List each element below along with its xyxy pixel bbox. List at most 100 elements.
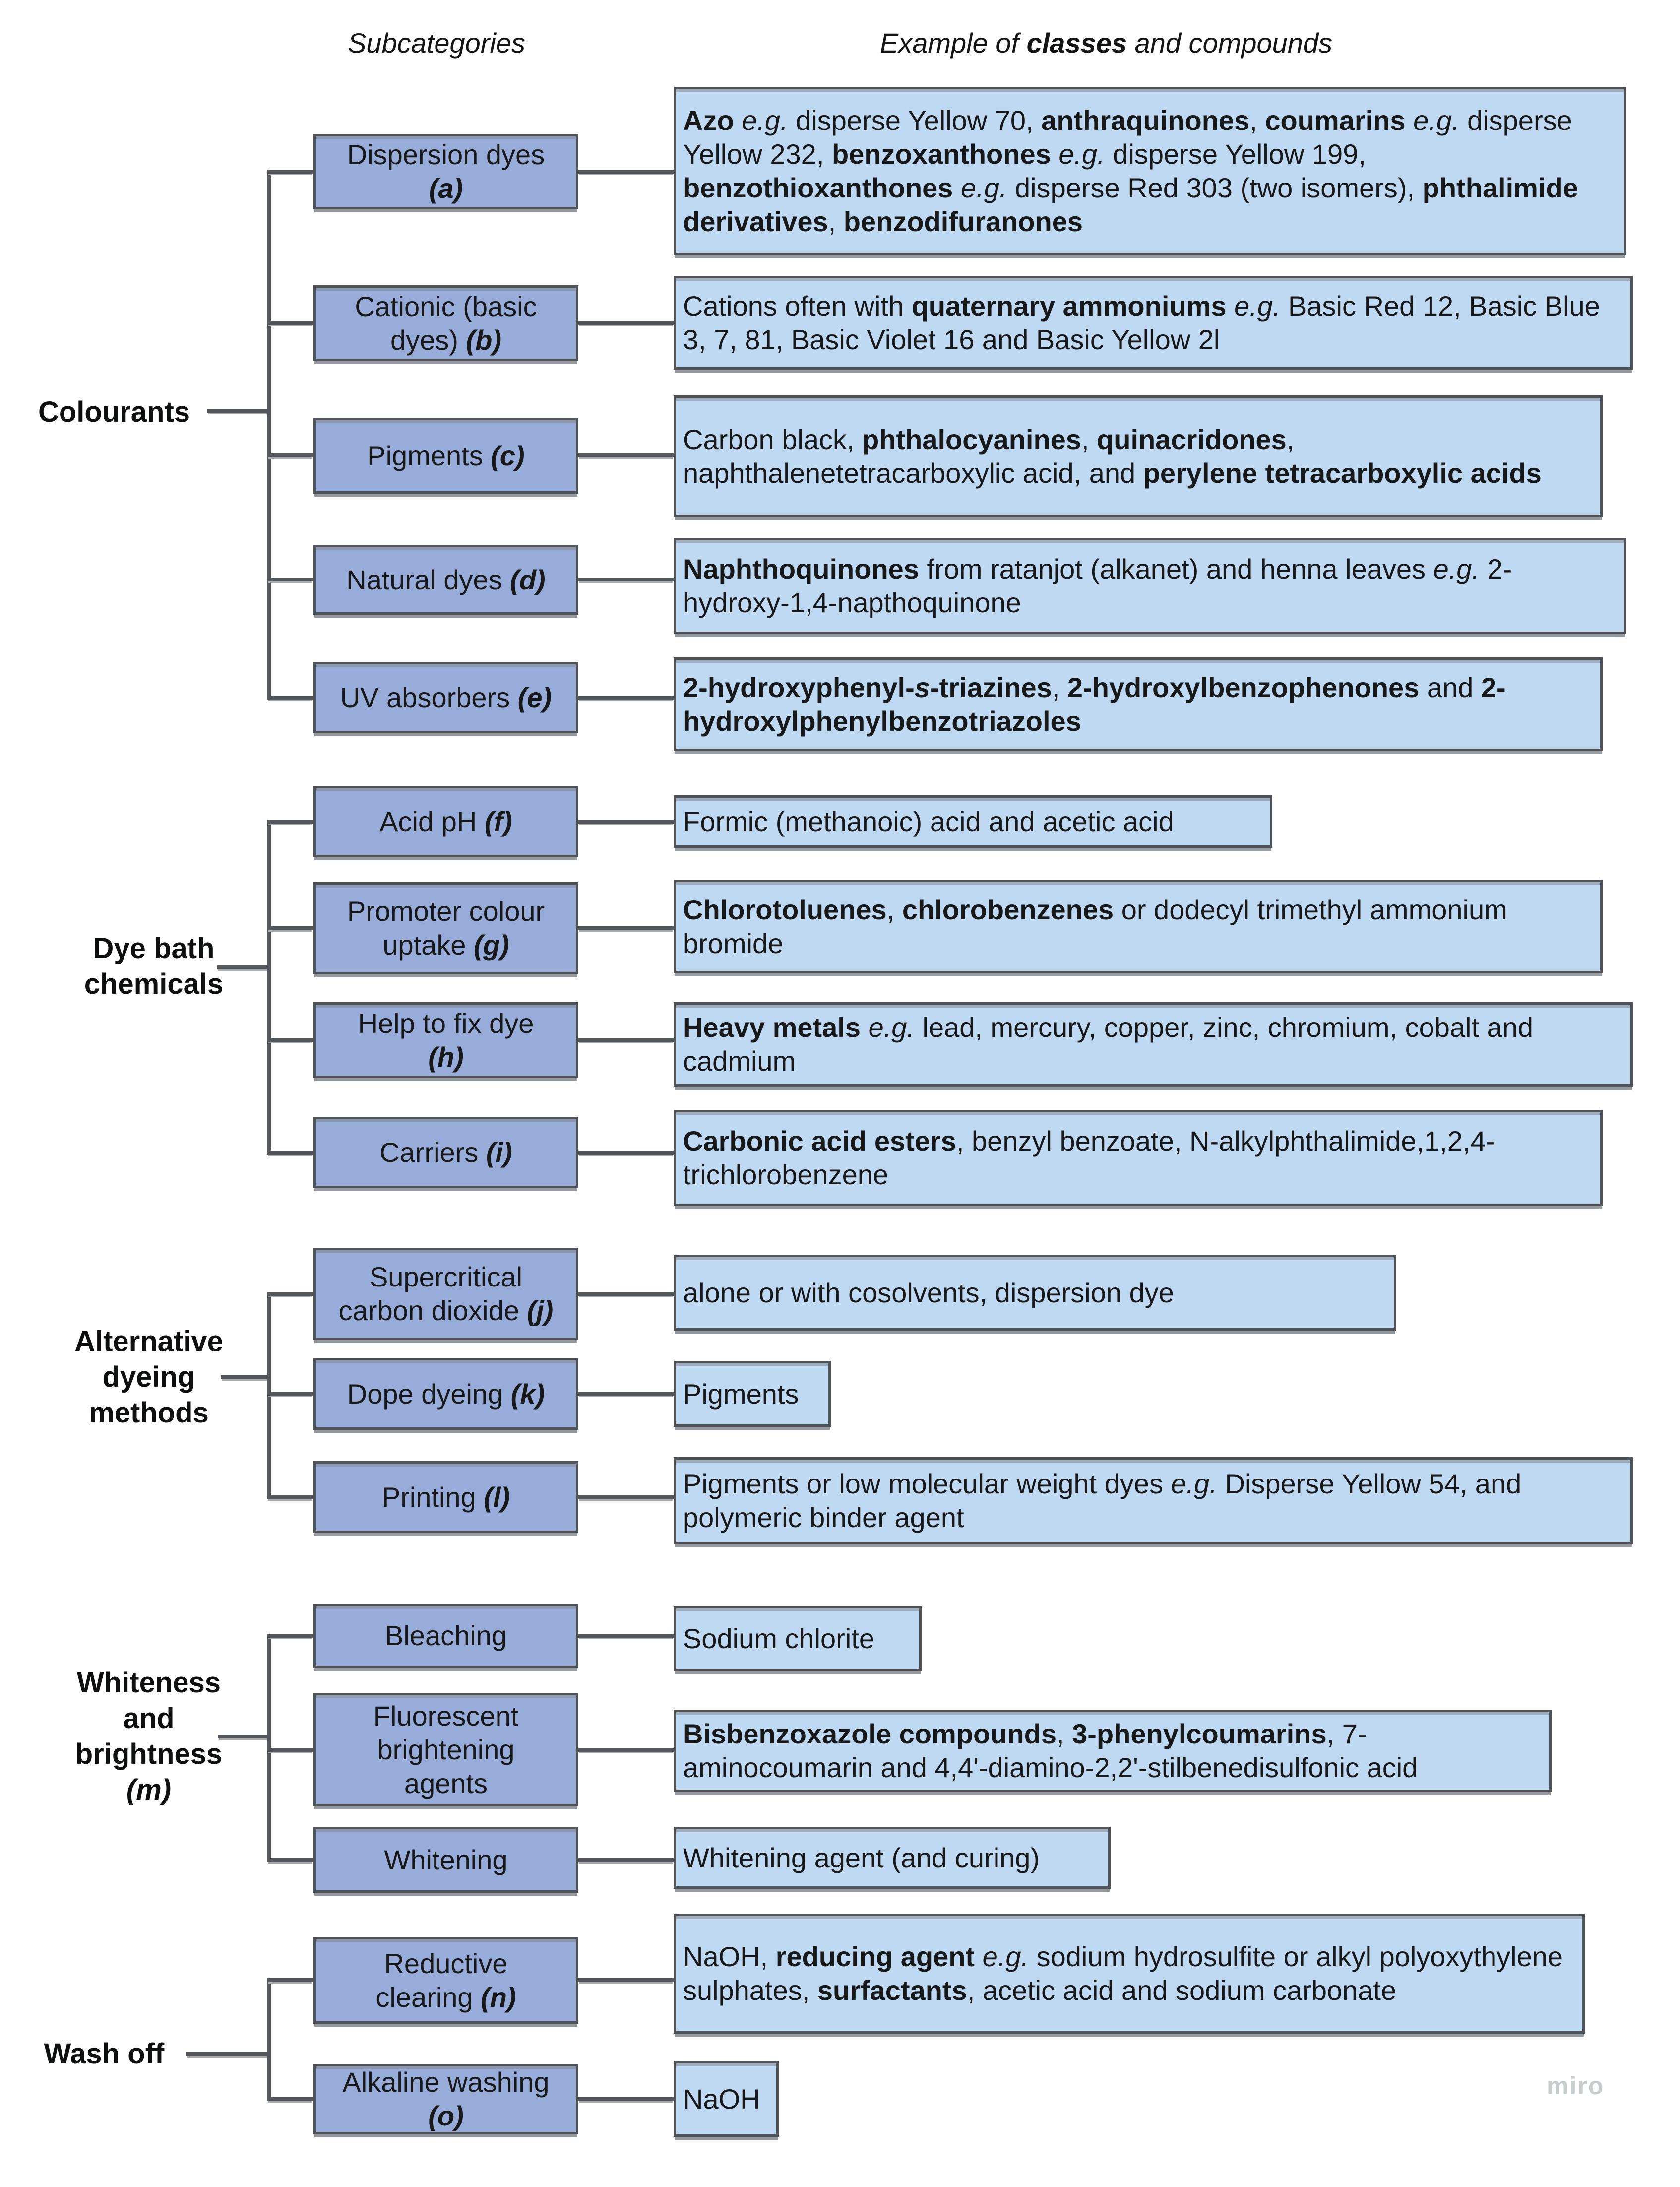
subcategory-box-natural-dyes[interactable]: Natural dyes (d) <box>313 545 578 615</box>
subcategory-label: UV absorbers (e) <box>340 682 552 713</box>
connector-line <box>267 1978 313 1982</box>
subcategory-label: Alkaline washing(o) <box>342 2066 550 2131</box>
category-label-colourants: Colourants <box>38 396 190 428</box>
subcategory-label: Help to fix dye(h) <box>358 1007 534 1073</box>
example-box-bleaching[interactable]: Sodium chlorite <box>674 1606 922 1671</box>
example-box-carriers[interactable]: Carbonic acid esters, benzyl benzoate, N… <box>674 1110 1603 1206</box>
example-box-fluorescent-brightening-agents[interactable]: Bisbenzoxazole compounds, 3-phenylcoumar… <box>674 1710 1552 1792</box>
connector-line <box>578 2097 674 2101</box>
subcategory-box-uv-absorbers[interactable]: UV absorbers (e) <box>313 662 578 733</box>
example-text: NaOH <box>683 2083 760 2115</box>
connector-line <box>267 1858 313 1862</box>
example-text: Heavy metals e.g. lead, mercury, copper,… <box>683 1012 1534 1077</box>
example-text: Pigments or low molecular weight dyes e.… <box>683 1468 1522 1533</box>
connector-line <box>267 820 313 824</box>
example-text: Cations often with quaternary ammoniums … <box>683 290 1600 355</box>
column-header-examples: Example of classes and compounds <box>879 27 1333 59</box>
connector-line <box>267 1292 271 1499</box>
connector-line <box>578 321 674 325</box>
example-box-printing[interactable]: Pigments or low molecular weight dyes e.… <box>674 1457 1633 1544</box>
example-box-cationic-basic-dyes[interactable]: Cations often with quaternary ammoniums … <box>674 276 1633 370</box>
connector-line <box>218 1735 271 1738</box>
connector-line <box>267 170 313 174</box>
example-box-acid-ph[interactable]: Formic (methanoic) acid and acetic acid <box>674 795 1272 848</box>
connector-line <box>578 1038 674 1042</box>
connector-line <box>267 696 313 700</box>
example-box-whitening[interactable]: Whitening agent (and curing) <box>674 1827 1111 1889</box>
subcategory-label: Dope dyeing (k) <box>347 1378 545 1410</box>
subcategory-box-help-to-fix-dye[interactable]: Help to fix dye(h) <box>313 1002 578 1078</box>
example-box-supercritical-carbon-dioxide[interactable]: alone or with cosolvents, dispersion dye <box>674 1255 1396 1331</box>
connector-line <box>267 453 313 457</box>
subcategory-box-bleaching[interactable]: Bleaching <box>313 1604 578 1668</box>
example-box-pigments[interactable]: Carbon black, phthalocyanines, quinacrid… <box>674 395 1603 517</box>
example-box-natural-dyes[interactable]: Naphthoquinones from ratanjot (alkanet) … <box>674 538 1626 634</box>
example-box-dispersion-dyes[interactable]: Azo e.g. disperse Yellow 70, anthraquino… <box>674 87 1626 255</box>
connector-line <box>578 820 674 824</box>
example-text: NaOH, reducing agent e.g. sodium hydrosu… <box>683 1941 1563 2006</box>
example-box-dope-dyeing[interactable]: Pigments <box>674 1361 831 1427</box>
connector-line <box>267 1392 313 1396</box>
connector-line <box>267 1748 313 1752</box>
connector-line <box>267 1151 313 1155</box>
connector-line <box>267 170 271 700</box>
example-box-reductive-clearing[interactable]: NaOH, reducing agent e.g. sodium hydrosu… <box>674 1914 1585 2034</box>
subcategory-label: Dispersion dyes(a) <box>347 139 545 204</box>
example-text: Whitening agent (and curing) <box>683 1842 1040 1873</box>
connector-line <box>578 1151 674 1155</box>
example-text: 2-hydroxyphenyl-s-triazines, 2-hydroxylb… <box>683 671 1506 737</box>
connector-line <box>578 453 674 457</box>
example-text: Carbon black, phthalocyanines, quinacrid… <box>683 423 1542 489</box>
subcategory-box-dope-dyeing[interactable]: Dope dyeing (k) <box>313 1358 578 1430</box>
connector-line <box>578 578 674 581</box>
connector-line <box>578 170 674 174</box>
subcategory-label: Printing (l) <box>381 1481 510 1513</box>
connector-line <box>267 1978 271 2101</box>
subcategory-label: Pigments (c) <box>367 440 525 471</box>
subcategory-box-whitening[interactable]: Whitening <box>313 1827 578 1893</box>
connector-line <box>267 1634 313 1638</box>
subcategory-box-printing[interactable]: Printing (l) <box>313 1461 578 1533</box>
example-box-promoter-colour-uptake[interactable]: Chlorotoluenes, chlorobenzenes or dodecy… <box>674 880 1603 973</box>
connector-line <box>267 2097 313 2101</box>
subcategory-label: Bleaching <box>385 1620 507 1651</box>
connector-line <box>578 1748 674 1752</box>
connector-line <box>186 2052 271 2056</box>
connector-line <box>578 1292 674 1296</box>
connector-line <box>578 926 674 930</box>
subcategory-box-dispersion-dyes[interactable]: Dispersion dyes(a) <box>313 134 578 209</box>
example-text: Azo e.g. disperse Yellow 70, anthraquino… <box>683 104 1578 237</box>
subcategory-box-carriers[interactable]: Carriers (i) <box>313 1117 578 1188</box>
example-box-uv-absorbers[interactable]: 2-hydroxyphenyl-s-triazines, 2-hydroxylb… <box>674 657 1603 751</box>
example-box-alkaline-washing[interactable]: NaOH <box>674 2061 779 2137</box>
connector-line <box>221 1375 271 1379</box>
example-text: Sodium chlorite <box>683 1622 874 1654</box>
subcategory-box-alkaline-washing[interactable]: Alkaline washing(o) <box>313 2064 578 2134</box>
column-header-subcategories: Subcategories <box>347 27 525 59</box>
connector-line <box>207 409 271 413</box>
example-text: Chlorotoluenes, chlorobenzenes or dodecy… <box>683 894 1507 959</box>
subcategory-label: Acid pH (f) <box>379 806 512 837</box>
connector-line <box>217 965 271 969</box>
connector-line <box>267 1038 313 1042</box>
example-text: Carbonic acid esters, benzyl benzoate, N… <box>683 1125 1495 1190</box>
subcategory-label: Natural dyes (d) <box>346 564 546 595</box>
subcategory-box-pigments[interactable]: Pigments (c) <box>313 418 578 494</box>
connector-line <box>267 578 313 581</box>
example-box-help-to-fix-dye[interactable]: Heavy metals e.g. lead, mercury, copper,… <box>674 1002 1633 1087</box>
connector-line <box>267 820 271 1155</box>
subcategory-box-acid-ph[interactable]: Acid pH (f) <box>313 786 578 857</box>
connector-line <box>578 1858 674 1862</box>
example-text: Pigments <box>683 1378 799 1410</box>
